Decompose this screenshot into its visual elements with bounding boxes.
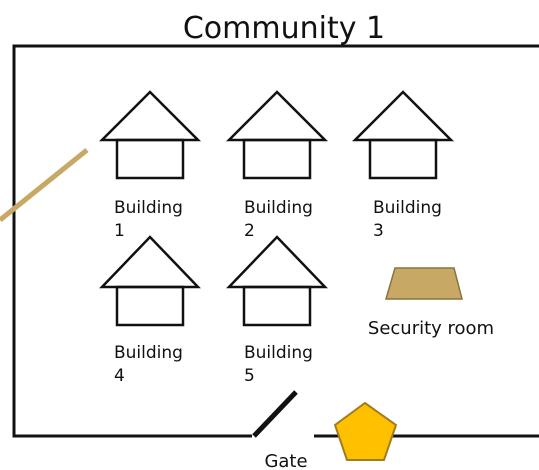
building-2: Building 2 <box>225 90 329 241</box>
house-body <box>115 285 185 327</box>
building-3: Building 3 <box>351 90 455 241</box>
gate-door <box>252 390 298 438</box>
pentagon-marker <box>333 401 398 461</box>
house-roof <box>99 235 201 289</box>
building-5: Building 5 <box>226 235 328 386</box>
building-label: Building <box>373 198 442 218</box>
building-1: Building 1 <box>98 90 202 241</box>
security-room-label: Security room <box>368 318 494 339</box>
house-body <box>242 285 312 327</box>
building-number: 4 <box>114 366 125 386</box>
boundary-wall-left <box>12 44 539 438</box>
gate-label: Gate <box>264 451 307 470</box>
house-roof <box>225 90 329 142</box>
building-label: Building <box>114 198 183 218</box>
building-number: 3 <box>373 221 384 241</box>
building-number: 1 <box>114 221 125 241</box>
house-icon <box>225 90 329 180</box>
building-4: Building 4 <box>99 235 201 386</box>
house-icon <box>99 235 201 327</box>
security-room: Security room <box>368 267 494 339</box>
house-roof <box>226 235 328 289</box>
house-icon <box>98 90 202 180</box>
diagram-title: Community 1 <box>183 11 385 46</box>
house-body <box>368 138 438 180</box>
building-label: Building <box>114 343 183 363</box>
building-number: 2 <box>244 221 255 241</box>
house-icon <box>226 235 328 327</box>
diagonal-stick <box>0 148 89 222</box>
building-number: 5 <box>244 366 255 386</box>
security-room-shape <box>385 267 463 300</box>
community-boundary <box>12 44 539 438</box>
house-icon <box>351 90 455 180</box>
house-roof <box>98 90 202 142</box>
house-body <box>242 138 312 180</box>
building-label: Building <box>244 198 313 218</box>
house-body <box>115 138 185 180</box>
house-roof <box>351 90 455 142</box>
building-label: Building <box>244 343 313 363</box>
